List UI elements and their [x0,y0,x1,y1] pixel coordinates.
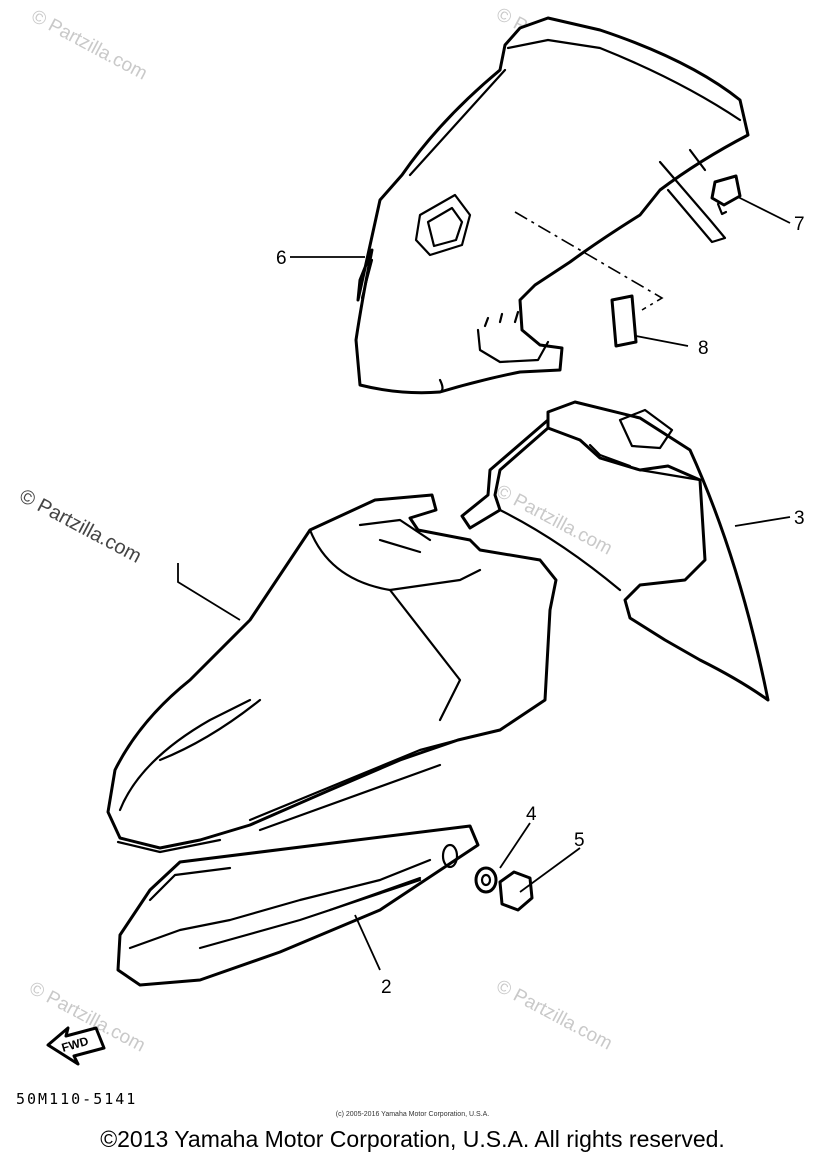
part-5-nut[interactable] [498,870,534,912]
callout-7[interactable]: 7 [794,214,805,235]
fwd-arrow: FWD [46,1026,106,1066]
callouts: 6 7 8 3 4 5 2 [276,214,805,998]
part-4-washer[interactable] [474,866,498,894]
callout-4[interactable]: 4 [526,804,537,825]
part-6-rear-fender[interactable] [354,16,750,395]
callout-2[interactable]: 2 [381,977,392,998]
leader-lines [177,196,791,971]
watermark: © Partzilla.com [493,481,616,560]
diagram-code: 50M110-5141 [16,1090,138,1108]
watermark: © Partzilla.com [493,976,616,1055]
callout-8[interactable]: 8 [698,338,709,359]
part-3-fender-rear[interactable] [460,400,770,702]
callout-5[interactable]: 5 [574,830,585,851]
part-2-fender-stay[interactable] [116,824,480,987]
small-copyright: (c) 2005-2016 Yamaha Motor Corporation, … [335,1111,490,1118]
callout-6[interactable]: 6 [276,248,287,269]
part-1-front-fender[interactable] [106,493,558,854]
callout-3[interactable]: 3 [794,508,805,529]
reference-line [514,211,664,311]
watermark: © Partzilla.com [16,485,145,568]
part-8-reflector[interactable] [610,294,638,348]
watermark: © Partzilla.com [28,6,151,85]
copyright-notice: ©2013 Yamaha Motor Corporation, U.S.A. A… [100,1126,725,1152]
part-7-bolt[interactable] [710,174,742,216]
